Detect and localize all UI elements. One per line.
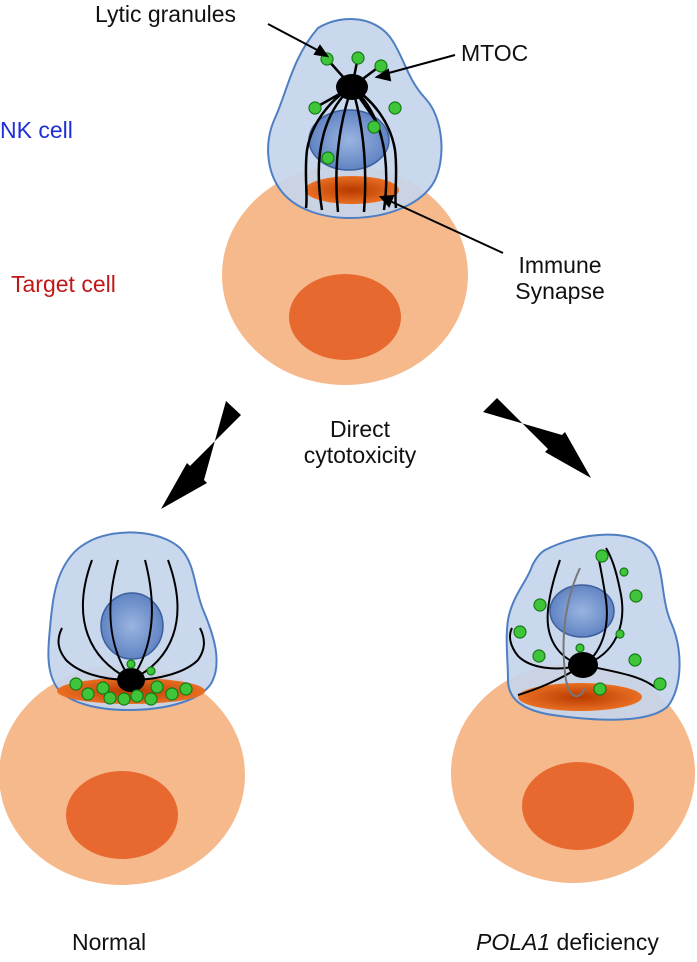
mtoc-icon bbox=[568, 652, 598, 678]
lytic-granule-icon bbox=[144, 692, 158, 706]
mtoc-icon bbox=[336, 74, 368, 100]
lytic-granule-icon bbox=[308, 101, 322, 115]
cytotoxicity-label: cytotoxicity bbox=[303, 442, 417, 469]
lytic-granule-icon bbox=[146, 666, 156, 676]
target-cell-label: Target cell bbox=[11, 271, 116, 297]
lytic-granule-icon bbox=[615, 629, 625, 639]
lytic-granule-icon bbox=[96, 681, 110, 695]
nk-cell-label: NK cell bbox=[0, 117, 73, 143]
normal-label: Normal bbox=[72, 929, 147, 955]
pola1-label: POLA1 bbox=[476, 929, 551, 955]
lytic-granule-icon bbox=[653, 677, 667, 691]
arrow-icon bbox=[161, 398, 591, 509]
lytic-granule-icon bbox=[126, 659, 136, 669]
lytic-granule-icon bbox=[388, 101, 402, 115]
microtubules-grey bbox=[562, 567, 586, 698]
lytic-granule-icon bbox=[103, 691, 117, 705]
mtoc-icon bbox=[117, 668, 145, 692]
lytic-granules-label: Lytic granules bbox=[95, 1, 237, 27]
pointer-lines bbox=[267, 23, 504, 254]
immune-synapse-icon bbox=[518, 683, 642, 711]
immune-synapse-icon bbox=[305, 176, 399, 204]
lytic-granule-icon bbox=[321, 151, 335, 165]
pola1-deficiency-label: POLA1 deficiency bbox=[476, 929, 659, 955]
target-nucleus bbox=[289, 274, 401, 360]
lytic-granule-icon bbox=[628, 653, 642, 667]
direct-label: Direct bbox=[329, 416, 391, 442]
nucleus-icon bbox=[549, 584, 615, 638]
lytic-granule-icon bbox=[81, 687, 95, 701]
mtoc-label: MTOC bbox=[461, 40, 529, 66]
target-nucleus bbox=[66, 771, 178, 859]
lytic-granules bbox=[308, 51, 402, 165]
synapse-label: Synapse bbox=[515, 278, 605, 305]
lytic-granule-icon bbox=[69, 677, 83, 691]
lytic-granule-icon bbox=[150, 680, 164, 694]
lytic-granule-icon bbox=[351, 51, 365, 65]
lytic-granule-icon bbox=[593, 682, 607, 696]
lytic-granule-icon bbox=[629, 589, 643, 603]
lytic-granule-icon bbox=[595, 549, 609, 563]
lytic-granules bbox=[69, 659, 193, 706]
deficiency-label: deficiency bbox=[550, 929, 659, 955]
lytic-granule-icon bbox=[619, 567, 629, 577]
direct-cytotoxicity-label: Direct cytotoxicity bbox=[290, 416, 430, 469]
lytic-granule-icon bbox=[575, 643, 585, 653]
lytic-granule-icon bbox=[179, 682, 193, 696]
lytic-granules bbox=[513, 549, 667, 696]
normal-cell-pair bbox=[0, 531, 245, 885]
target-nucleus bbox=[522, 762, 634, 850]
arrow-right bbox=[483, 398, 591, 478]
immune-synapse-label: Immune Synapse bbox=[500, 252, 620, 305]
lytic-granule-icon bbox=[367, 120, 381, 134]
lytic-granule-icon bbox=[165, 687, 179, 701]
pola1-cell-pair bbox=[451, 533, 695, 883]
lytic-granule-icon bbox=[533, 598, 547, 612]
lytic-granule-icon bbox=[130, 689, 144, 703]
lytic-granule-icon bbox=[374, 59, 388, 73]
arrow-left bbox=[161, 401, 241, 509]
lytic-granule-icon bbox=[117, 692, 131, 706]
top-cell-pair bbox=[222, 17, 504, 385]
lytic-granule-icon bbox=[532, 649, 546, 663]
immune-label: Immune bbox=[518, 252, 602, 278]
lytic-granule-icon bbox=[513, 625, 527, 639]
